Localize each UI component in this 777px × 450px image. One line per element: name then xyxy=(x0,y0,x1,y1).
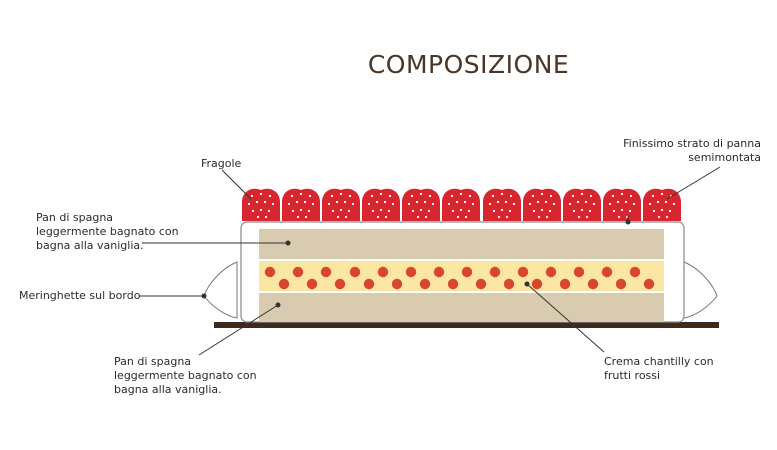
strawberry xyxy=(242,188,280,221)
leader-dot-pan-bottom xyxy=(275,302,281,308)
berry xyxy=(363,278,375,290)
strawberry xyxy=(563,188,601,221)
strawberry xyxy=(523,188,561,221)
berry xyxy=(334,278,346,290)
leader-pan-bottom xyxy=(198,304,279,356)
meringue-right xyxy=(683,261,718,319)
page-title: COMPOSIZIONE xyxy=(367,50,570,79)
strawberry xyxy=(322,188,360,221)
leader-dot-panna xyxy=(625,219,631,225)
berry xyxy=(503,278,515,290)
berry xyxy=(405,266,417,278)
berry xyxy=(587,278,599,290)
berry xyxy=(306,278,318,290)
berry xyxy=(517,266,529,278)
plate xyxy=(214,322,719,328)
berry xyxy=(447,278,459,290)
berry xyxy=(377,266,389,278)
berry xyxy=(292,266,304,278)
berries-group xyxy=(264,266,655,290)
berry xyxy=(461,266,473,278)
strawberry xyxy=(402,188,440,221)
strawberry xyxy=(362,188,400,221)
berry xyxy=(320,266,332,278)
label-panna: Finissimo strato di panna semimontata xyxy=(623,137,761,164)
leader-crema xyxy=(526,283,605,353)
meringue-left xyxy=(203,261,238,319)
berry xyxy=(264,266,276,278)
berry xyxy=(573,266,585,278)
label-meringhette: Meringhette sul bordo xyxy=(19,289,141,302)
berry xyxy=(601,266,613,278)
berry xyxy=(489,266,501,278)
berry xyxy=(615,278,627,290)
berry xyxy=(545,266,557,278)
strawberry xyxy=(442,188,480,221)
label-fragole: Fragole xyxy=(201,157,242,170)
berry xyxy=(531,278,543,290)
strawberries-row xyxy=(242,188,681,221)
berry xyxy=(559,278,571,290)
label-crema: Crema chantilly con frutti rossi xyxy=(604,355,714,382)
label-pan-top: Pan di spagna leggermente bagnato con ba… xyxy=(36,211,179,252)
leader-dot-meringhette xyxy=(201,293,207,299)
sponge-top-layer xyxy=(259,229,664,259)
strawberry xyxy=(483,188,521,221)
berry xyxy=(349,266,361,278)
berry xyxy=(643,278,655,290)
leader-dot-pan-top xyxy=(285,240,291,246)
berry xyxy=(419,278,431,290)
sponge-bottom-layer xyxy=(259,293,664,322)
cream-layer xyxy=(259,261,664,291)
berry xyxy=(278,278,290,290)
strawberry xyxy=(282,188,320,221)
berry xyxy=(433,266,445,278)
leader-dot-crema xyxy=(524,281,530,287)
label-pan-bottom: Pan di spagna leggermente bagnato con ba… xyxy=(114,355,257,396)
leader-panna xyxy=(666,166,721,200)
strawberry xyxy=(603,188,641,221)
berry xyxy=(629,266,641,278)
leader-fragole xyxy=(221,169,252,200)
berry xyxy=(475,278,487,290)
berry xyxy=(391,278,403,290)
